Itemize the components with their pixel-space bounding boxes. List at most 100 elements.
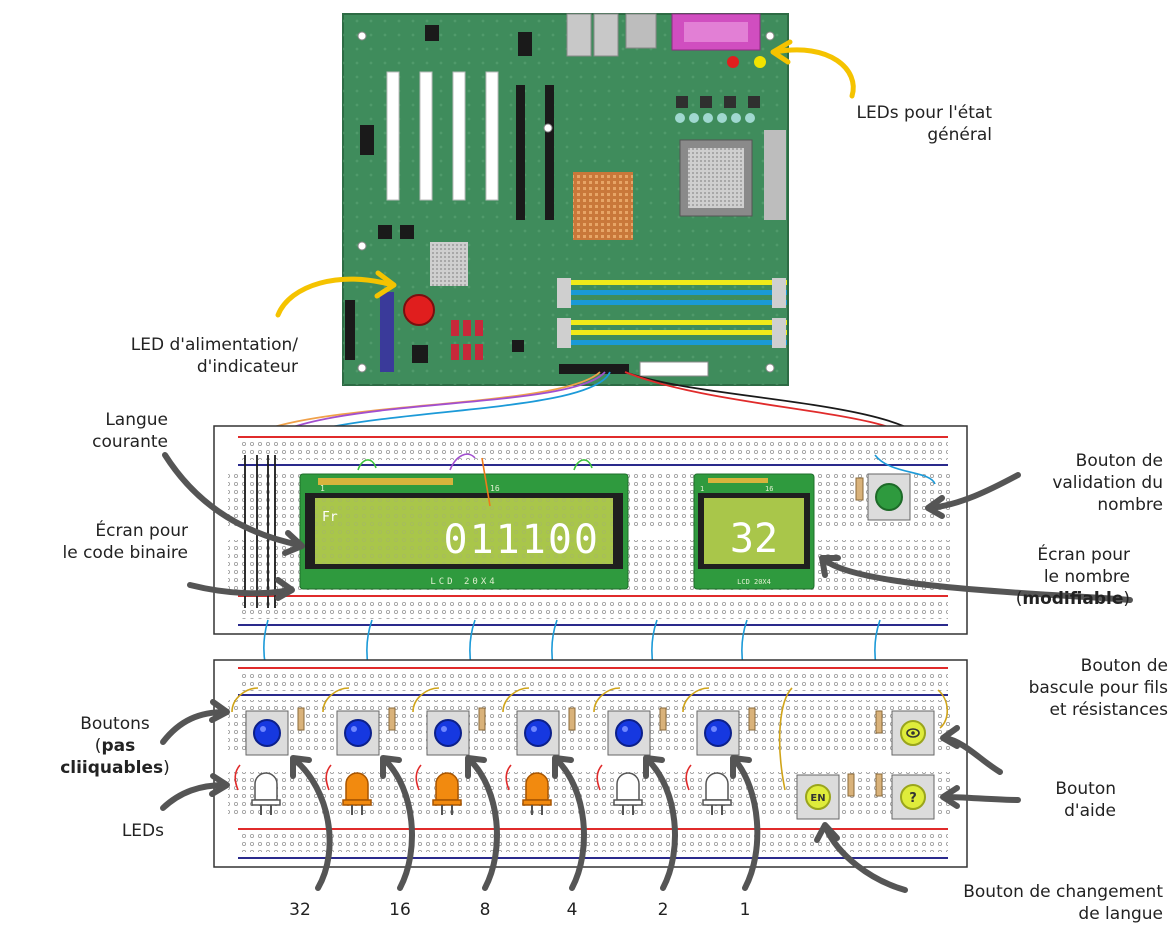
label-leds: LEDs [121,821,164,841]
bit-columns [231,687,756,815]
label-current-language: Langue courante [40,409,168,453]
help-button-label: ? [909,791,917,806]
label-buttons-paren-open: ( [94,736,102,756]
bit-jumper [685,764,692,791]
label-number-screen-line3: (modifiable) [990,588,1130,610]
label-help-button: Bouton d'aide [990,778,1116,822]
bit-column-2 [593,687,667,815]
label-binary-screen: Écran pour le code binaire [10,520,189,564]
lcd-binary-module: 1 16 Fr 011100 LCD 20X4 [299,473,629,590]
lcd-language-code: Fr [322,510,338,525]
label-binary-screen-line1: Écran pour [95,521,188,541]
bit-column-16 [322,687,396,815]
eye-icon [906,728,920,738]
front-panel-header [559,364,629,374]
bit-wire [593,687,621,713]
bit-jumper [325,764,332,791]
bit-resistor [297,707,305,731]
lcd-number-pin-16: 16 [765,485,773,493]
power-led [403,294,435,326]
label-validate-line1: Bouton de [1075,451,1163,471]
language-button[interactable]: EN [796,774,840,820]
label-language-button: Bouton de changement de langue [890,881,1163,925]
label-power-led-line2: d'indicateur [196,357,298,377]
bit-led-8 [432,772,462,815]
lcd-binary-pin-1: 1 [320,484,325,493]
bit-column-1 [682,687,756,815]
bit-label-32: 32 [289,900,311,920]
label-buttons: Boutons (pas cliiquables) [52,713,178,779]
label-buttons-line3: cliiquables) [52,757,178,779]
bit-label-2: 2 [657,900,669,920]
bit-jumper [234,764,241,791]
label-number-screen-line2: le nombre [1043,567,1130,587]
label-buttons-bold-pas: pas [101,736,136,756]
label-leds-general-line1: LEDs pour l'état [856,103,992,123]
label-current-language-line2: courante [92,432,168,452]
bit-button-4 [516,710,560,756]
bit-label-1: 1 [739,900,751,920]
label-validate-button: Bouton de validation du nombre [990,450,1163,516]
status-led-red [727,56,739,68]
bit-button-2 [607,710,651,756]
label-toggle-line3: et résistances [1049,700,1168,720]
bit-resistor [568,707,576,731]
label-buttons-bold-cliquables: cliiquables [60,758,164,778]
bit-led-1 [702,772,732,815]
bit-label-16: 16 [389,900,411,920]
label-number-paren-close: ) [1123,589,1130,609]
bit-wire [682,687,710,713]
bit-led-16 [342,772,372,815]
bit-resistor [748,707,756,731]
language-button-label: EN [810,793,825,804]
label-power-led-line1: LED d'alimentation/ [130,335,298,355]
label-power-led: LED d'alimentation/ d'indicateur [60,334,298,378]
help-button[interactable]: ? [891,774,935,820]
label-help-line2: d'aide [1064,801,1116,821]
lcd-number-model: LCD 20X4 [737,578,771,586]
bit-led-32 [251,772,281,815]
short-wires-top [357,453,936,507]
lcd-number-value: 32 [730,516,778,562]
label-number-screen: Écran pour le nombre (modifiable) [990,544,1130,610]
label-buttons-paren-close: ) [163,758,170,778]
label-validate-line2: validation du [1052,473,1163,493]
yellow-wires [778,687,949,791]
label-current-language-line1: Langue [105,410,168,430]
bit-resistor [478,707,486,731]
bit-button-1 [696,710,740,756]
lcd-binary-model: LCD 20X4 [430,577,497,587]
bit-button-8 [426,710,470,756]
ram-slots [557,278,787,348]
validate-button[interactable] [855,473,911,521]
annotation-arrows [160,452,1133,893]
bit-column-8 [412,687,486,815]
label-help-line1: Bouton [1055,779,1116,799]
label-toggle-button: Bouton de bascule pour fils et résistanc… [960,655,1168,721]
bit-column-4 [502,687,576,815]
label-language-line1: Bouton de changement [963,882,1163,902]
label-number-bold-modifiable: modifiable [1022,589,1124,609]
label-leds-general: LEDs pour l'état général [780,102,992,146]
label-language-line2: de langue [1078,904,1163,924]
bit-wire [231,687,259,713]
toggle-wires-button[interactable] [891,710,935,756]
label-binary-screen-line2: le code binaire [62,543,189,563]
bit-label-8: 8 [479,900,491,920]
lcd-binary-code: 011100 [444,517,601,563]
status-led-yellow [754,56,766,68]
label-validate-line3: nombre [1097,495,1163,515]
special-resistors [847,710,883,797]
bit-led-2 [613,772,643,815]
label-toggle-line1: Bouton de [1080,656,1168,676]
bit-button-16 [336,710,380,756]
pci-slots [386,71,554,220]
bit-column-32 [231,687,305,815]
bit-jumper [505,764,512,791]
cpu-socket [679,139,753,217]
bit-wire [412,687,440,713]
lcd-number-pin-1: 1 [700,485,704,493]
label-number-screen-line1: Écran pour [1037,545,1130,565]
bit-jumper [596,764,603,791]
